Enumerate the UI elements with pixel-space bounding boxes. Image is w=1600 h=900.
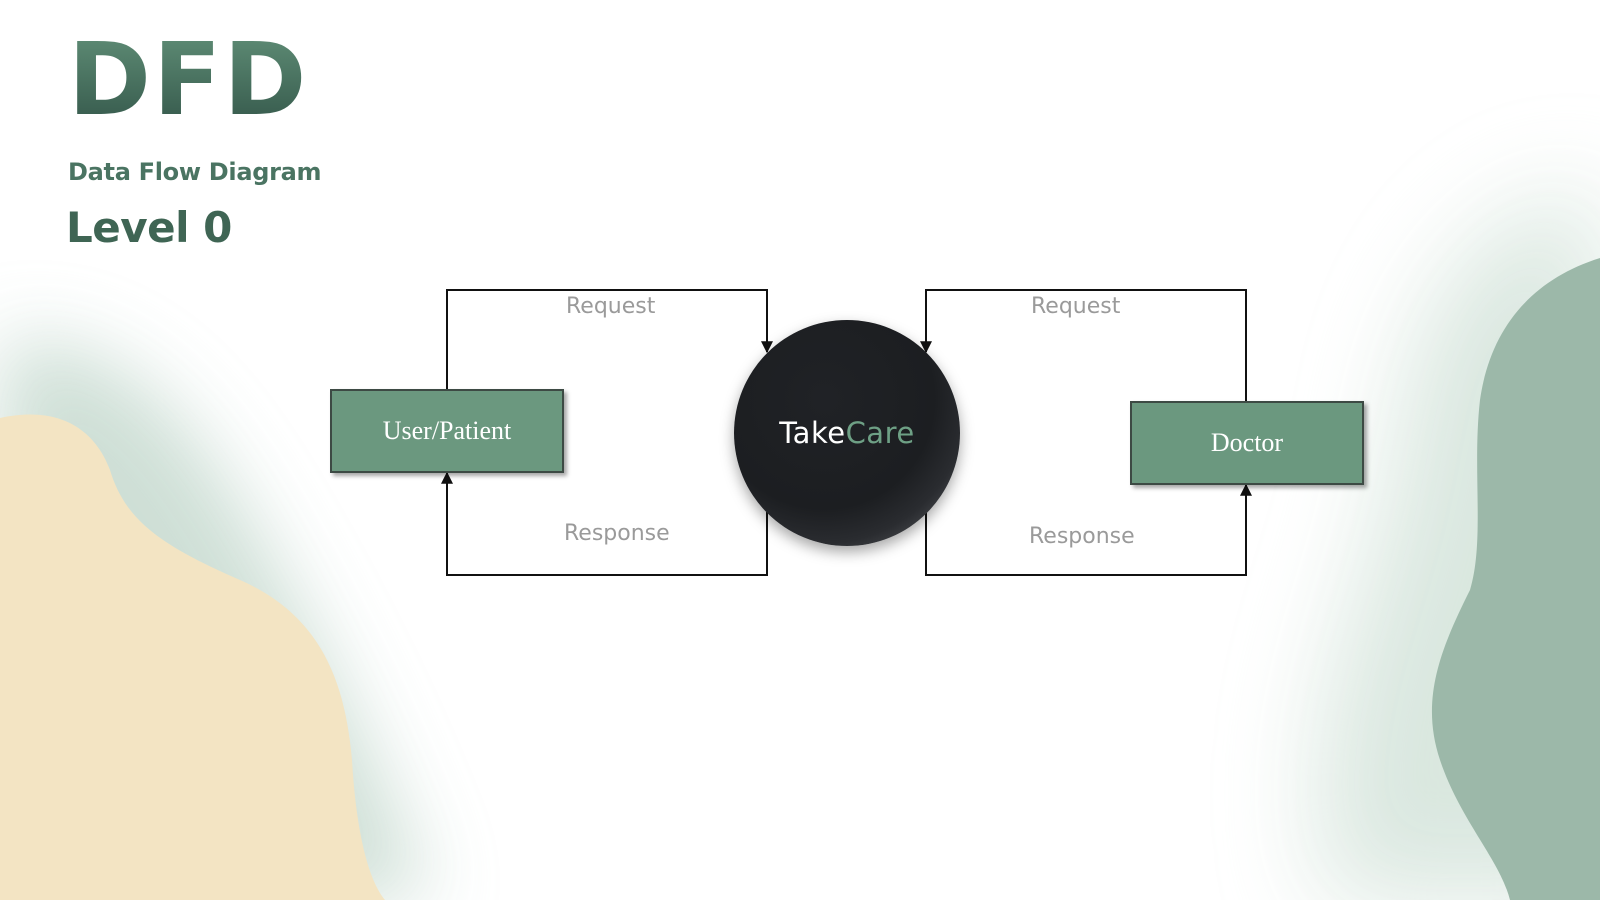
flow-user-request: [446, 289, 773, 389]
page-subtitle: Data Flow Diagram: [68, 158, 322, 186]
flow-doctor-request: [920, 289, 1247, 401]
process-name-take: Take: [779, 416, 846, 450]
flow-label-doctor-response: Response: [1029, 524, 1135, 549]
flow-label-doctor-request: Request: [1031, 294, 1121, 319]
page-title: DFD: [68, 21, 309, 138]
flow-label-user-response: Response: [564, 521, 670, 546]
entity-doctor: Doctor: [1130, 401, 1364, 485]
process-name-care: Care: [845, 416, 915, 450]
title-block: DFD: [68, 30, 308, 130]
flow-label-user-request: Request: [566, 294, 656, 319]
flow-user-response: [441, 471, 768, 576]
beige-blob: [0, 414, 385, 900]
level-heading: Level 0: [66, 203, 232, 252]
green-blob: [1431, 258, 1600, 900]
entity-user-patient: User/Patient: [330, 389, 564, 473]
flow-doctor-response: [925, 483, 1252, 576]
